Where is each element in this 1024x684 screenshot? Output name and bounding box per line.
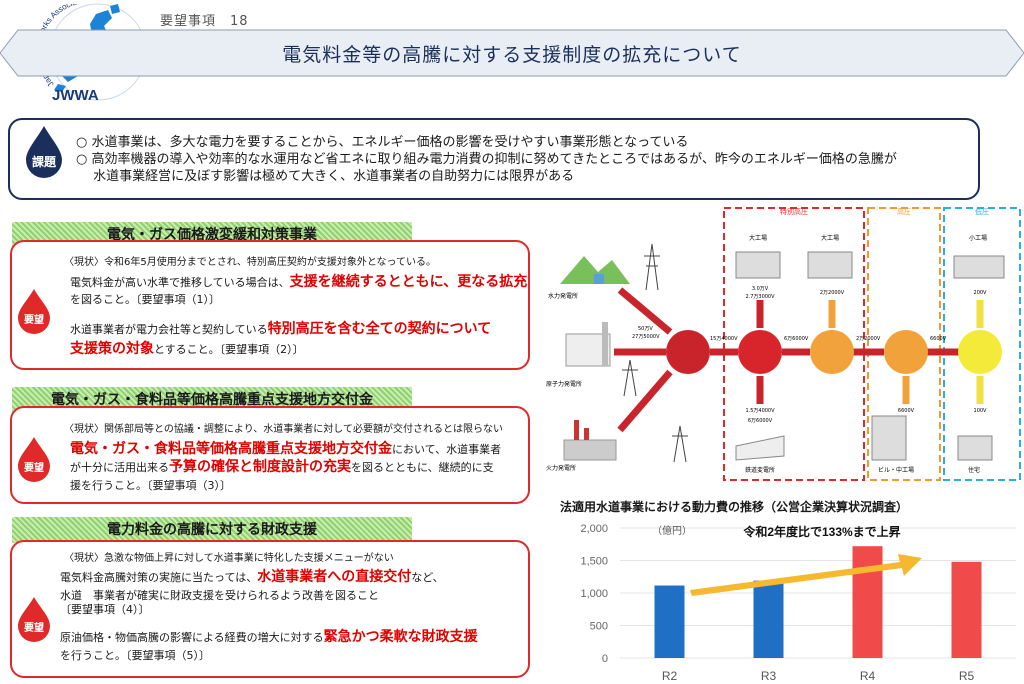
svg-text:6600V: 6600V — [898, 408, 915, 414]
section-1-box — [10, 240, 530, 370]
section-2-para-3: 援を行うこと。〔要望事項（3）〕 — [70, 479, 231, 492]
svg-text:6万6000V: 6万6000V — [748, 418, 773, 424]
svg-text:6万6000V: 6万6000V — [784, 336, 809, 342]
issue-line-1: ○ 水道事業は、多大な電力を要することから、エネルギー価格の影響を受けやすい事業… — [76, 135, 689, 150]
logo-wordmark: JWWA — [52, 87, 99, 104]
page-title: 電気料金等の高騰に対する支援制度の拡充について — [282, 44, 742, 66]
svg-text:要望: 要望 — [24, 313, 44, 326]
substation-2 — [738, 330, 782, 374]
issue-line-2: ○ 高効率機器の導入や効率的な水運用など省エネに取り組み電力消費の抑制に努めてき… — [76, 152, 897, 167]
svg-text:低圧: 低圧 — [975, 207, 989, 216]
svg-text:小工場: 小工場 — [969, 234, 987, 242]
consumer-icons — [735, 251, 1005, 461]
power-cost-bar-chart: 0 500 1,000 1,500 2,000 R2 R3 R4 R5 （億円） 令和2年度比… — [580, 523, 1016, 683]
section-3-title: 電力料金の高騰に対する財政支援 — [12, 517, 412, 543]
svg-text:2万2000V: 2万2000V — [856, 336, 881, 342]
thermal-plant-icon — [563, 420, 617, 461]
svg-text:火力発電所: 火力発電所 — [546, 464, 576, 472]
section-3-box — [10, 540, 530, 678]
issues-box — [8, 118, 980, 200]
transmission-tower-icons — [622, 243, 688, 463]
trend-arrow — [690, 554, 922, 596]
chart-y-tick-label: 2,000 — [580, 523, 608, 535]
section-3-status: 〈現状〉急激な物価上昇に対して水道事業に特化した支援メニューがない — [64, 553, 394, 564]
chart-annotation: 令和2年度比で133%まで上昇 — [742, 524, 900, 539]
chart-bar-R4 — [852, 546, 883, 658]
svg-text:鉄道変電所: 鉄道変電所 — [745, 466, 775, 474]
section-3-para-5: を行うこと。〔要望事項（5）〕 — [60, 649, 210, 662]
supply-arrows — [614, 287, 960, 433]
section-1-status: 〈現状〉令和6年5月使用分までとされ、特別高圧契約が支援対象外となっている。 — [64, 257, 437, 268]
section-2-para-1: 電気・ガス・食料品等価格高騰重点支援地方交付金において、水道事業者 — [70, 441, 502, 457]
svg-text:6600V: 6600V — [930, 336, 947, 342]
chart-bar-R5 — [951, 561, 982, 658]
section-3-para-4: 原油価格・物価高騰の影響による経費の増大に対する緊急かつ柔軟な財政支援 — [60, 629, 478, 645]
issue-line-3: 水道事業経営に及ぼす影響は極めて大きく、水道事業者の自助努力には限界がある — [76, 169, 575, 184]
zone-low — [943, 207, 1021, 481]
section-2-status: 〈現状〉関係部局等との協議・調整により、水道事業者に対して必要額が交付されるとは… — [64, 424, 503, 435]
svg-text:原子力発電所: 原子力発電所 — [546, 380, 582, 388]
issue-badge-drop-icon: 課題 — [26, 126, 62, 178]
svg-text:2万2000V: 2万2000V — [820, 290, 845, 296]
section-1-para-2-end: 支援策の対象とすること。〔要望事項（2）〕 — [70, 341, 304, 357]
svg-text:大工場: 大工場 — [749, 234, 767, 242]
svg-text:200V: 200V — [974, 290, 988, 296]
svg-text:水力発電所: 水力発電所 — [548, 292, 578, 300]
chart-x-tick-label: R4 — [860, 669, 876, 683]
chart-y-tick-label: 1,000 — [580, 588, 608, 600]
svg-text:ビル・中工場: ビル・中工場 — [878, 466, 914, 474]
section-1-para-1: 電気料金が高い水準で推移している場合は、支援を継続するとともに、更なる拡充 — [70, 274, 528, 290]
substation-3 — [810, 330, 854, 374]
zone-special-high — [723, 207, 865, 481]
chart-y-tick-label: 500 — [590, 621, 608, 633]
svg-text:高圧: 高圧 — [897, 207, 911, 216]
section-3-para-2: 水道 事業者が確実に財政支援を受けられるよう改善を図ること — [60, 589, 379, 602]
zone-high — [867, 207, 941, 481]
hydro-plant-icon — [560, 256, 630, 284]
section-1-para-1-end: を図ること。〔要望事項（1）〕 — [70, 293, 220, 306]
svg-text:27万5000V: 27万5000V — [632, 334, 660, 340]
svg-text:大工場: 大工場 — [821, 234, 839, 242]
chart-x-tick-label: R2 — [662, 669, 678, 683]
request-number: 要望事項 18 — [160, 14, 249, 29]
svg-text:3.0万V: 3.0万V — [752, 286, 769, 292]
svg-text:住宅: 住宅 — [968, 466, 980, 474]
section-1-para-2: 水道事業者が電力会社等と契約している特別高圧を含む全ての契約について — [70, 321, 492, 337]
svg-text:要望: 要望 — [24, 621, 44, 634]
section-3-request-drop-icon: 要望 — [18, 597, 50, 642]
power-distribution-diagram: 特別高圧 高圧 低圧 水力発電所 原子力発電所 火力発電所 — [546, 207, 1021, 481]
title-banner — [0, 29, 1024, 77]
section-2-para-2: が十分に活用出来る予算の確保と制度設計の充実を図るとともに、継続的に支 — [70, 459, 494, 475]
chart-title: 法適用水道事業における動力費の推移（公営企業決算状況調査） — [560, 500, 909, 514]
svg-text:課題: 課題 — [32, 154, 57, 169]
section-3-para-3: 〔要望事項（4）〕 — [60, 603, 150, 616]
section-3-para-1: 電気料金高騰対策の実施に当たっては、水道事業者への直接交付など、 — [60, 569, 444, 585]
substation-4 — [884, 330, 928, 374]
svg-text:50万V: 50万V — [638, 326, 653, 332]
section-2-box — [10, 406, 530, 504]
chart-y-tick-label: 0 — [602, 653, 608, 665]
svg-text:2.7万3000V: 2.7万3000V — [745, 294, 775, 300]
section-1-request-drop-icon: 要望 — [18, 289, 50, 334]
nuclear-plant-icon — [565, 322, 611, 367]
svg-text:要望: 要望 — [24, 461, 44, 474]
chart-x-tick-label: R3 — [761, 669, 777, 683]
chart-x-tick-label: R5 — [959, 669, 975, 683]
svg-text:100V: 100V — [974, 408, 988, 414]
pole-transformer — [958, 330, 1002, 374]
section-2-request-drop-icon: 要望 — [18, 437, 50, 482]
chart-bar-R3 — [753, 580, 784, 658]
svg-text:15万4000V: 15万4000V — [710, 336, 738, 342]
chart-y-tick-label: 1,500 — [580, 556, 608, 568]
svg-text:1.5万4000V: 1.5万4000V — [745, 408, 775, 414]
svg-text:特別高圧: 特別高圧 — [780, 207, 808, 216]
substation-1 — [666, 330, 710, 374]
chart-unit-label: （億円） — [652, 524, 692, 537]
chart-bar-R2 — [654, 585, 685, 658]
